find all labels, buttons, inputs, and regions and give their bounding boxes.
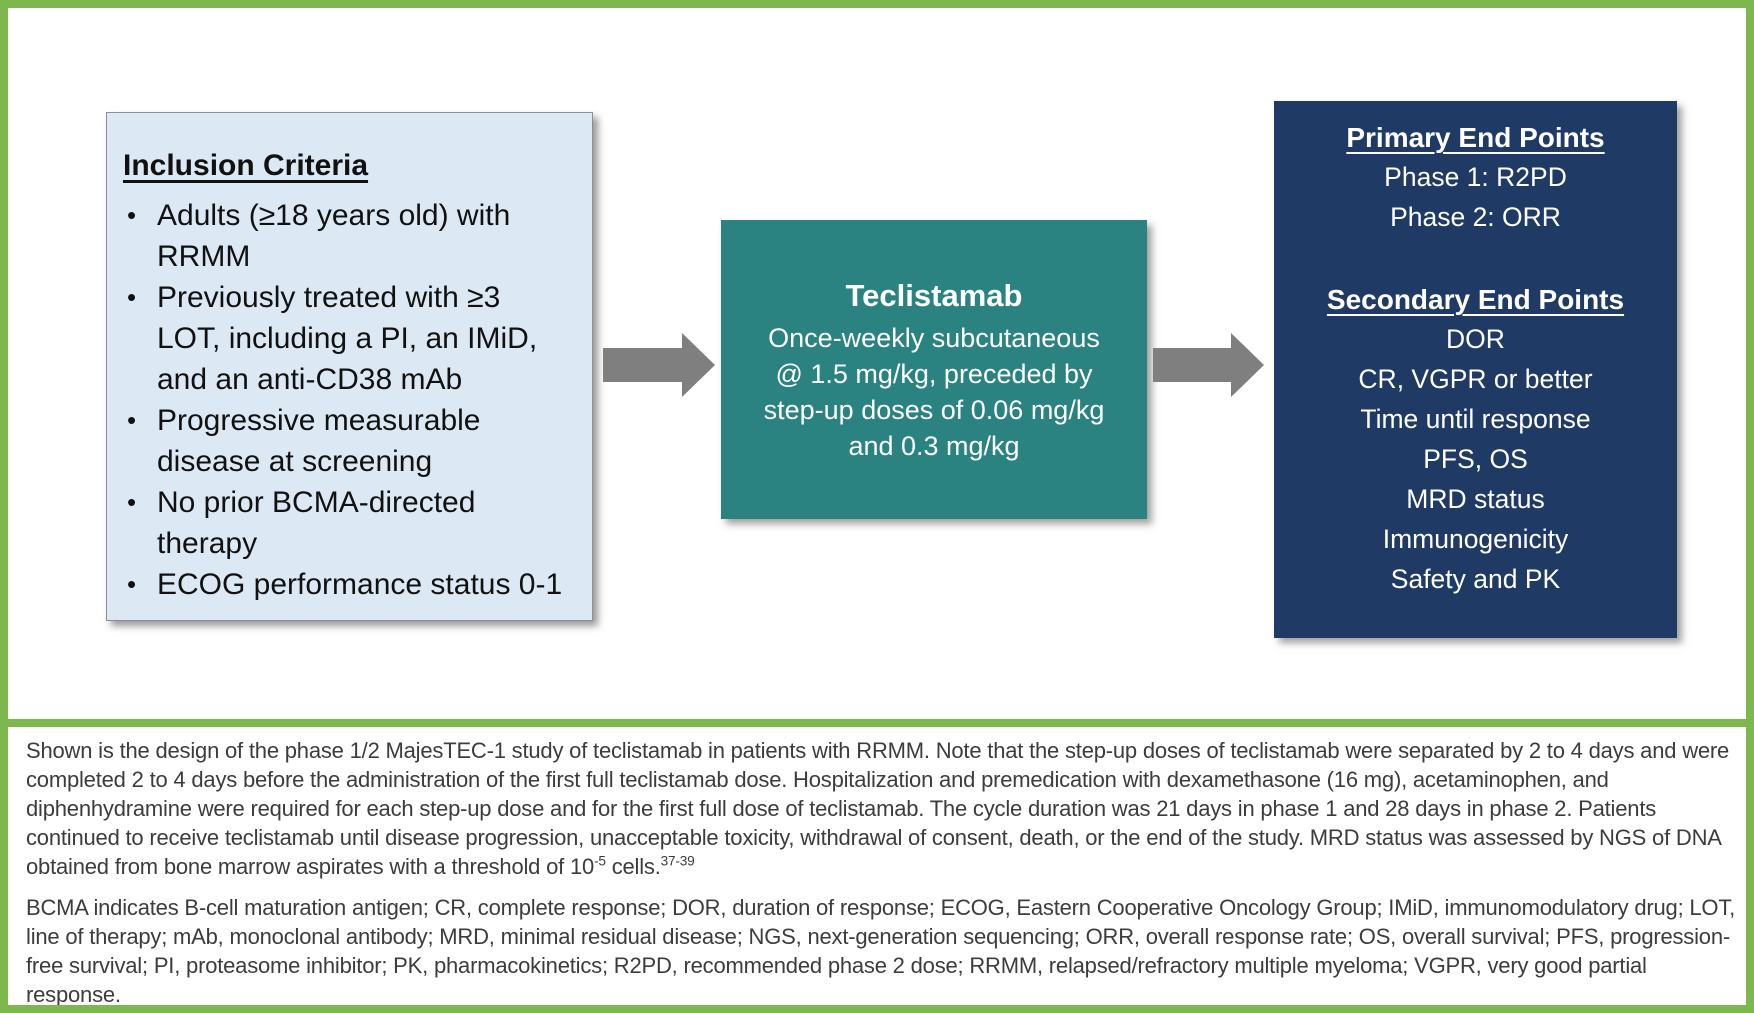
inclusion-criteria-line: • Adults (≥18 years old) with [121, 195, 584, 236]
endpoints-group-spacer [1274, 237, 1677, 281]
primary-endpoints-list: Phase 1: R2PD Phase 2: ORR [1274, 157, 1677, 237]
inclusion-criteria-line: and an anti-CD38 mAb [121, 359, 584, 400]
study-description-paragraph: Shown is the design of the phase 1/2 Maj… [26, 736, 1744, 881]
inclusion-criteria-line: LOT, including a PI, an IMiD, [121, 318, 584, 359]
bullet-icon: • [127, 405, 137, 435]
study-description-text-tail: cells. [605, 854, 661, 879]
inclusion-criteria-box: Inclusion Criteria • Adults (≥18 years o… [106, 112, 593, 621]
inclusion-criteria-text: Progressive measurable [157, 404, 481, 437]
inclusion-criteria-line: • Previously treated with ≥3 [121, 277, 584, 318]
treatment-dosing-line: Once-weekly subcutaneous [768, 322, 1100, 353]
inclusion-criteria-text: No prior BCMA-directed [157, 486, 476, 519]
bullet-icon [121, 441, 157, 482]
inclusion-criteria-line: • Progressive measurable [121, 400, 584, 441]
treatment-dosing-line: @ 1.5 mg/kg, preceded by [775, 358, 1093, 389]
secondary-endpoints-title: Secondary End Points [1326, 284, 1625, 315]
inclusion-criteria-line: therapy [121, 523, 584, 564]
bullet-icon [121, 318, 157, 359]
abbreviations-paragraph: BCMA indicates B-cell maturation antigen… [26, 895, 1736, 1007]
arrow-shaft [1153, 348, 1231, 382]
secondary-endpoint-item: Time until response [1360, 404, 1591, 434]
treatment-dosing-line: step-up doses of 0.06 mg/kg [763, 394, 1105, 425]
bullet-icon: • [127, 569, 137, 599]
secondary-endpoint-item: Safety and PK [1390, 564, 1561, 594]
secondary-endpoint-item: MRD status [1406, 484, 1545, 514]
citation-superscript: 37-39 [660, 853, 695, 869]
secondary-endpoint-item: PFS, OS [1423, 444, 1528, 474]
inclusion-criteria-line: RRMM [121, 236, 584, 277]
inclusion-criteria-line: • ECOG performance status 0-1 [121, 564, 584, 605]
inclusion-criteria-text: therapy [157, 527, 258, 560]
bullet-icon [121, 359, 157, 400]
inclusion-criteria-text: disease at screening [157, 445, 433, 478]
inclusion-criteria-text: RRMM [157, 240, 251, 273]
treatment-dosing-line: and 0.3 mg/kg [848, 430, 1020, 461]
inclusion-criteria-text: LOT, including a PI, an IMiD, [157, 322, 538, 355]
bullet-icon [121, 236, 157, 277]
inclusion-criteria-text: Adults (≥18 years old) with [157, 199, 511, 232]
primary-endpoints-title: Primary End Points [1346, 122, 1605, 153]
secondary-endpoint-item: CR, VGPR or better [1358, 364, 1593, 394]
figure-footnote: Shown is the design of the phase 1/2 Maj… [26, 736, 1744, 1007]
arrow-head [1231, 333, 1264, 397]
horizontal-divider [8, 719, 1746, 727]
study-description-text: Shown is the design of the phase 1/2 Maj… [26, 738, 1730, 879]
inclusion-criteria-title: Inclusion Criteria [123, 149, 369, 182]
primary-endpoint-item: Phase 2: ORR [1390, 202, 1561, 232]
inclusion-criteria-list: • Adults (≥18 years old) with RRMM • Pre… [121, 195, 584, 605]
arrow-shaft [603, 348, 682, 382]
inclusion-criteria-text: and an anti-CD38 mAb [157, 363, 463, 396]
treatment-box: Teclistamab Once-weekly subcutaneous @ 1… [721, 220, 1147, 519]
secondary-endpoint-item: Immunogenicity [1382, 524, 1569, 554]
bullet-icon: • [127, 282, 137, 312]
inclusion-criteria-text: ECOG performance status 0-1 [157, 568, 563, 601]
endpoints-box: Primary End Points Phase 1: R2PD Phase 2… [1274, 101, 1677, 638]
inclusion-criteria-text: Previously treated with ≥3 [157, 281, 501, 314]
bullet-icon: • [127, 487, 137, 517]
treatment-title: Teclistamab [845, 277, 1023, 313]
bullet-icon: • [127, 200, 137, 230]
inclusion-criteria-line: disease at screening [121, 441, 584, 482]
arrow-head [682, 333, 715, 397]
secondary-endpoints-list: DOR CR, VGPR or better Time until respon… [1274, 319, 1677, 599]
right-arrow-icon [1153, 333, 1265, 397]
bullet-icon [121, 523, 157, 564]
inclusion-criteria-line: • No prior BCMA-directed [121, 482, 584, 523]
secondary-endpoint-item: DOR [1446, 324, 1505, 354]
right-arrow-icon [603, 333, 715, 397]
exponent-superscript: -5 [594, 853, 606, 869]
primary-endpoint-item: Phase 1: R2PD [1384, 162, 1567, 192]
treatment-dosing-lines: Once-weekly subcutaneous @ 1.5 mg/kg, pr… [764, 320, 1105, 464]
